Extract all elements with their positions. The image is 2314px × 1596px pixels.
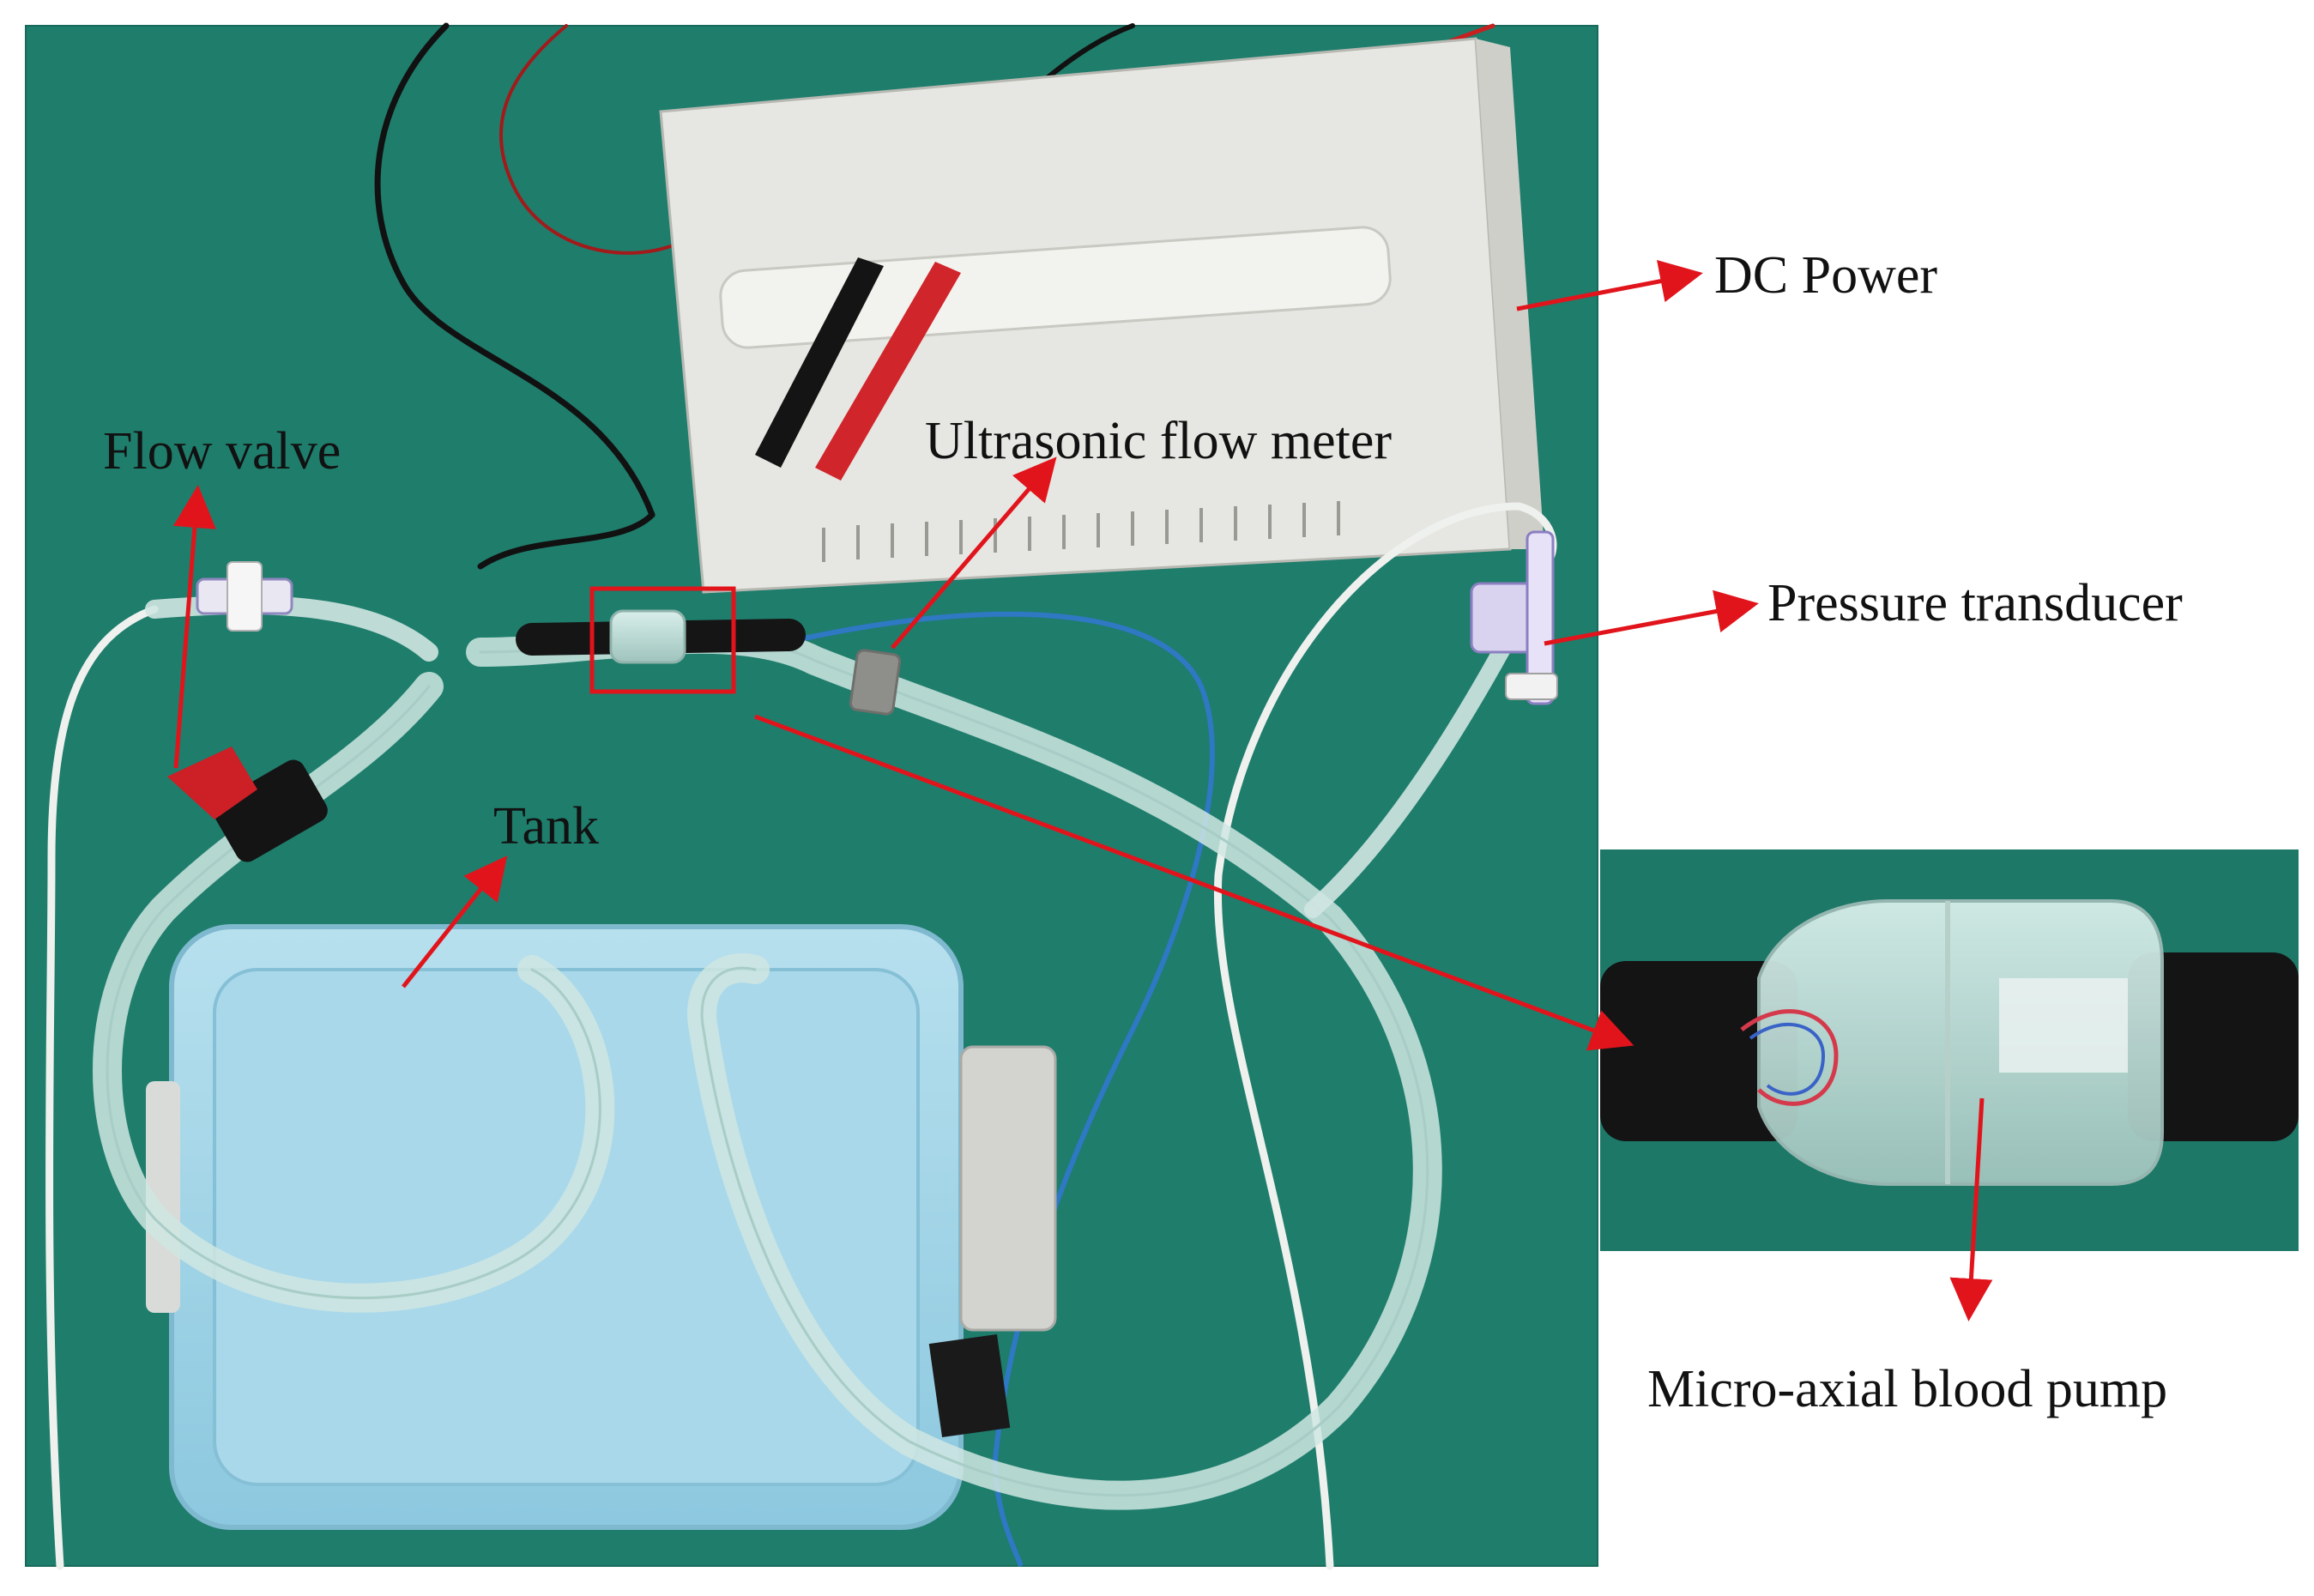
flow-valve-label: Flow valve [103,422,341,481]
pressure-transducer-arrow [1544,589,1759,646]
red-clip [815,262,961,481]
flow-valve [167,747,328,862]
micro-axial-blood-pump-label: Micro-axial blood pump [1647,1360,2168,1418]
black-clip [755,257,884,468]
pump-highlight-box [589,586,736,694]
tank-label: Tank [493,797,600,855]
flow-valve-arrow [172,485,216,769]
tank-arrow [402,855,508,988]
blue-cable [746,611,1215,1568]
inset-link-arrow [754,714,1634,1051]
dc-power-label: DC Power [1714,246,1938,305]
pressure-transducer [1470,530,1558,705]
main-photo [25,22,1598,1570]
callout-arrows [172,260,1993,1321]
flow-meter-probe [849,649,902,716]
flow-meter-arrow [891,456,1057,650]
micro-pump-arrow [1949,1097,1993,1321]
dc-power-supply [659,37,1544,594]
pump-in-circuit [609,609,686,664]
pressure-transducer-label: Pressure transducer [1767,574,2183,632]
ultrasonic-flow-meter-label: Ultrasonic flow meter [925,412,1393,470]
carry-handle [719,226,1392,349]
pump-closeup [1757,899,2164,1186]
dc-power-arrow [1516,260,1703,311]
stopcock-fitting [196,561,293,632]
inset-photo [1600,849,2299,1251]
